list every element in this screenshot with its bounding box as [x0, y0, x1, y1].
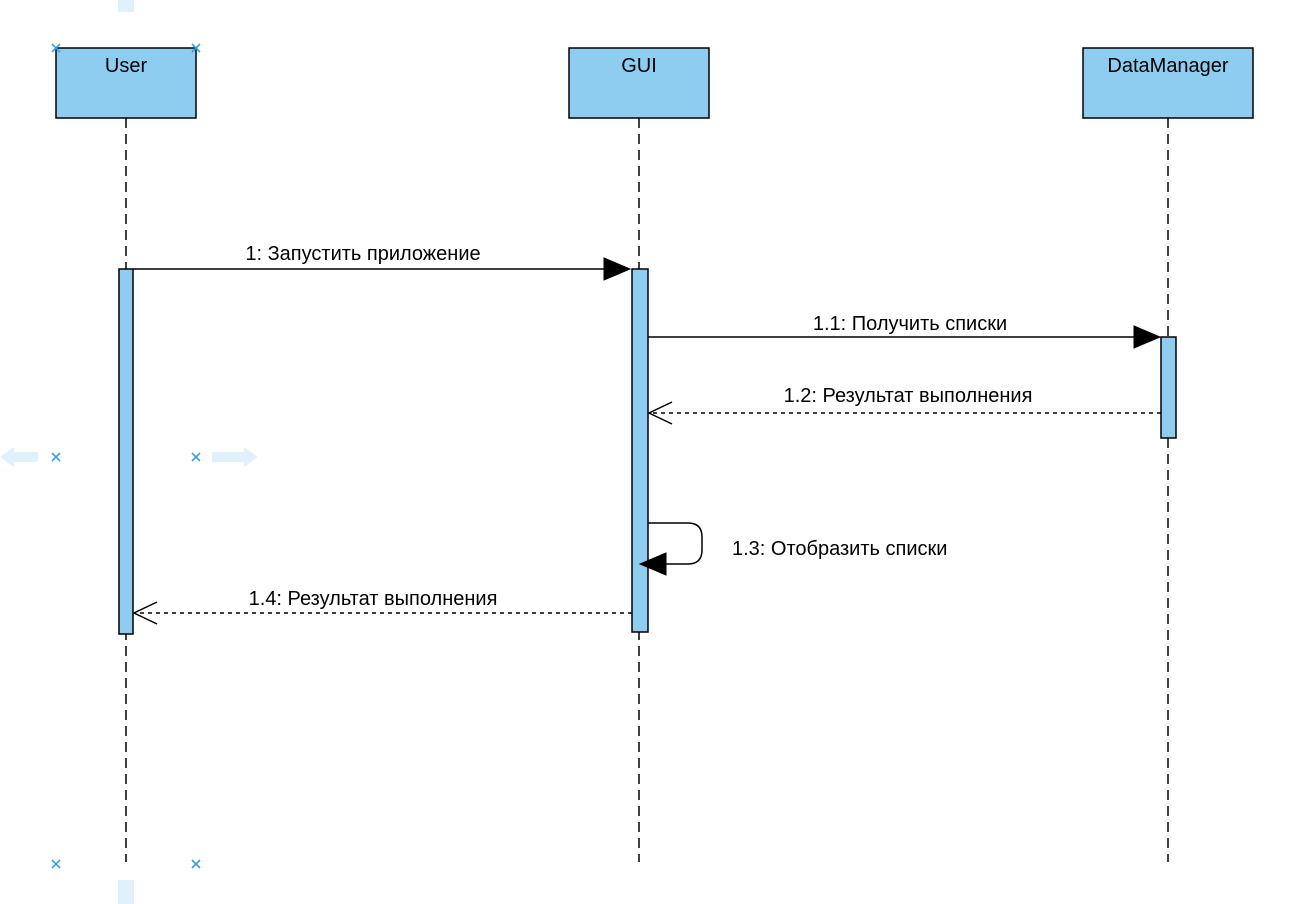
message-1-4[interactable]: 1.4: Результат выполнения: [132, 588, 632, 625]
message-1-2[interactable]: 1.2: Результат выполнения: [647, 385, 1161, 425]
message-1-3-arrowhead-icon: [638, 552, 667, 576]
message-1-label: 1: Запустить приложение: [245, 243, 480, 265]
x-handle-icon[interactable]: [51, 859, 61, 869]
message-1-3[interactable]: 1.3: Отобразить списки: [638, 522, 947, 576]
guide-arrow-right-icon[interactable]: [212, 447, 258, 467]
x-handle-icon[interactable]: [191, 452, 201, 462]
activation-datamanager[interactable]: [1160, 336, 1177, 439]
x-handle-icon[interactable]: [191, 859, 201, 869]
guide-arrow-left-icon[interactable]: [0, 447, 38, 467]
lifeline-user-box[interactable]: [55, 47, 197, 119]
message-1-1[interactable]: 1.1: Получить списки: [648, 313, 1162, 349]
message-1-arrowhead-icon: [603, 257, 632, 281]
activation-gui[interactable]: [631, 268, 649, 633]
x-handle-icon[interactable]: [51, 452, 61, 462]
message-1-1-arrowhead-icon: [1133, 325, 1162, 349]
lifeline-gui-box[interactable]: [568, 47, 710, 119]
lifeline-gui[interactable]: GUI: [568, 47, 710, 862]
guide-arrow-down-icon[interactable]: [118, 880, 134, 904]
lifeline-gui-title: GUI: [621, 55, 657, 77]
message-1-2-label: 1.2: Результат выполнения: [784, 385, 1033, 407]
message-1-4-label: 1.4: Результат выполнения: [249, 588, 498, 610]
message-1-3-label: 1.3: Отобразить списки: [732, 538, 947, 560]
message-1-3-line[interactable]: [648, 522, 703, 565]
activation-user[interactable]: [118, 268, 134, 635]
lifeline-datamanager-title: DataManager: [1107, 55, 1229, 77]
message-1-1-label: 1.1: Получить списки: [813, 313, 1007, 335]
x-handle-icon[interactable]: [191, 43, 201, 53]
message-1[interactable]: 1: Запустить приложение: [133, 243, 632, 281]
guide-arrow-up-icon[interactable]: [118, 0, 134, 12]
x-handle-icon[interactable]: [51, 43, 61, 53]
lifeline-datamanager[interactable]: DataManager: [1082, 47, 1254, 862]
message-1-4-arrowhead-icon: [132, 601, 158, 625]
lifeline-datamanager-box[interactable]: [1082, 47, 1254, 119]
lifeline-user-title: User: [105, 55, 148, 77]
guide-arrows: [0, 0, 258, 904]
message-1-2-arrowhead-icon: [647, 401, 673, 425]
selection-handles: [51, 43, 201, 869]
